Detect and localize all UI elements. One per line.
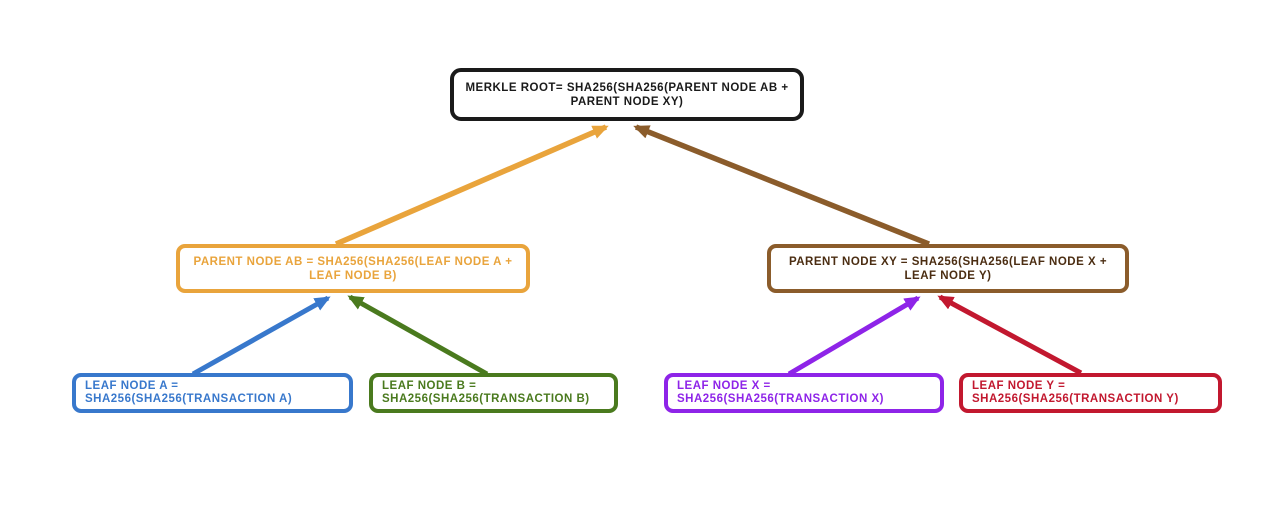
- leaf-node-x-label-line2: SHA256(SHA256(TRANSACTION X): [677, 393, 884, 405]
- parent-node-xy: PARENT NODE XY = SHA256(SHA256(LEAF NODE…: [767, 244, 1129, 293]
- parent-node-xy-label-line2: LEAF NODE Y): [904, 269, 992, 282]
- leaf-node-y-label-line1: LEAF NODE Y =: [972, 379, 1066, 392]
- merkle-root-label-line1: MERKLE ROOT= SHA256(SHA256(PARENT NODE A…: [465, 81, 789, 94]
- edge-leaf-y-to-parent-xy: [937, 294, 1083, 376]
- leaf-node-y-label-line2: SHA256(SHA256(TRANSACTION Y): [972, 393, 1179, 405]
- leaf-node-x: LEAF NODE X = SHA256(SHA256(TRANSACTION …: [664, 373, 944, 413]
- leaf-node-y: LEAF NODE Y = SHA256(SHA256(TRANSACTION …: [959, 373, 1222, 413]
- edge-parent-ab-to-merkle-root: [334, 124, 609, 247]
- parent-node-ab-label-line2: LEAF NODE B): [309, 269, 397, 282]
- leaf-node-a-label-line1: LEAF NODE A =: [85, 379, 179, 392]
- leaf-node-b-label-line2: SHA256(SHA256(TRANSACTION B): [382, 393, 590, 405]
- parent-node-ab-label-line1: PARENT NODE AB = SHA256(SHA256(LEAF NODE…: [193, 255, 513, 268]
- leaf-node-a: LEAF NODE A = SHA256(SHA256(TRANSACTION …: [72, 373, 353, 413]
- edge-leaf-b-to-parent-ab: [347, 294, 489, 377]
- edge-leaf-x-to-parent-xy: [787, 295, 921, 377]
- leaf-node-a-label-line2: SHA256(SHA256(TRANSACTION A): [85, 393, 293, 405]
- merkle-root-node: MERKLE ROOT= SHA256(SHA256(PARENT NODE A…: [450, 68, 804, 121]
- parent-node-xy-label-line1: PARENT NODE XY = SHA256(SHA256(LEAF NODE…: [788, 255, 1108, 268]
- edge-parent-xy-to-merkle-root: [633, 124, 931, 247]
- edge-leaf-a-to-parent-ab: [191, 295, 331, 377]
- leaf-node-x-label-line1: LEAF NODE X =: [677, 379, 771, 392]
- merkle-root-label-line2: PARENT NODE XY): [570, 95, 684, 108]
- leaf-node-b: LEAF NODE B = SHA256(SHA256(TRANSACTION …: [369, 373, 618, 413]
- leaf-node-b-label-line1: LEAF NODE B =: [382, 379, 477, 392]
- parent-node-ab: PARENT NODE AB = SHA256(SHA256(LEAF NODE…: [176, 244, 530, 293]
